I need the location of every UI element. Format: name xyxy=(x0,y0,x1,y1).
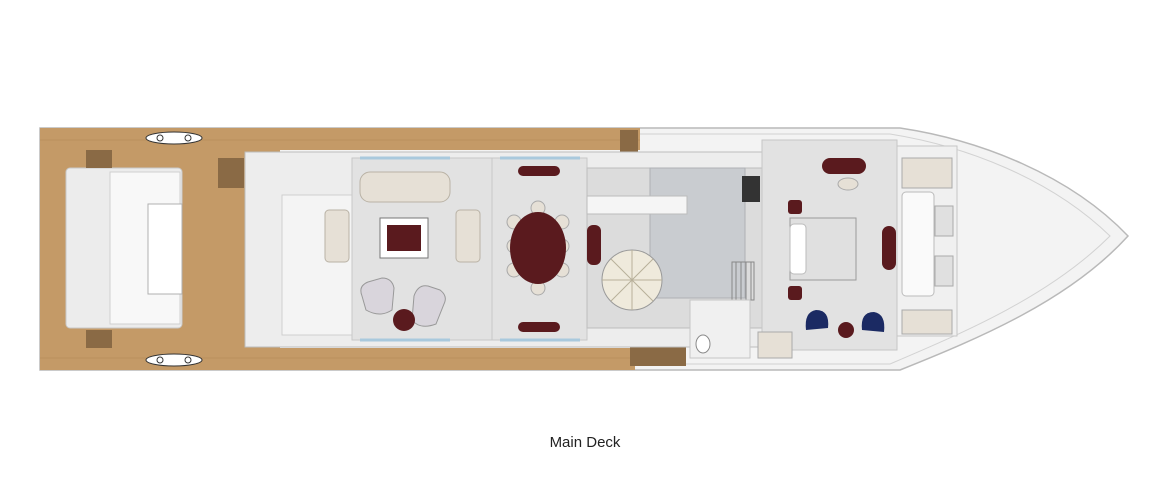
cleat-icon xyxy=(145,131,203,367)
side-sofa-right xyxy=(455,209,481,263)
navy-chair-icon xyxy=(861,312,885,332)
armchair-icon xyxy=(411,285,446,327)
owner-stateroom xyxy=(761,139,898,351)
side-sofa-left xyxy=(324,209,350,263)
armchair-icon xyxy=(360,277,395,315)
dining xyxy=(491,157,588,341)
sofa-icon xyxy=(359,171,451,203)
dining-table-icon xyxy=(510,212,566,284)
spiral-stair-icon xyxy=(601,249,663,311)
crew-area xyxy=(689,299,793,359)
side-table-icon xyxy=(838,322,854,338)
navy-chair-icon xyxy=(805,310,829,330)
deck-caption: Main Deck xyxy=(549,434,621,451)
side-table-icon xyxy=(393,309,415,331)
owner-bathroom xyxy=(896,145,958,337)
bathtub-icon xyxy=(901,191,935,297)
sunpad-icon xyxy=(65,167,183,329)
crew-stairs-icon xyxy=(731,261,755,301)
salon xyxy=(324,157,493,341)
galley-stove-icon xyxy=(742,176,760,202)
